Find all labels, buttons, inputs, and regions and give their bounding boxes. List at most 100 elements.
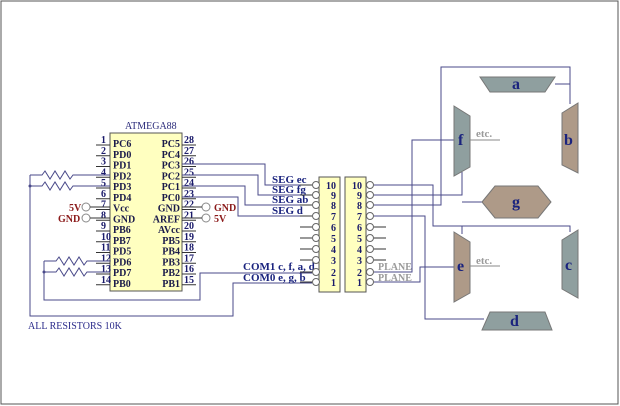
connector-left-pin[interactable] bbox=[312, 201, 320, 209]
etc-label-f: etc. bbox=[476, 128, 492, 140]
net-seg-ec: SEG ec bbox=[272, 174, 307, 186]
chip-pin-number: 7 bbox=[101, 200, 106, 211]
chip-pin-label: PD3 bbox=[113, 182, 131, 193]
segment-b-label: b bbox=[564, 132, 573, 149]
chip-pin-number: 27 bbox=[184, 146, 194, 157]
connector-left-pin[interactable] bbox=[312, 268, 320, 276]
chip-pin-label: PD6 bbox=[113, 257, 131, 268]
chip-pin-number: 5 bbox=[101, 178, 106, 189]
chip-pin-label: PB4 bbox=[162, 247, 180, 258]
chip-pin-number: 4 bbox=[101, 167, 106, 178]
segment-c-label: c bbox=[565, 257, 572, 274]
chip-pin-number: 6 bbox=[101, 189, 106, 200]
chip-pin-number: 3 bbox=[101, 157, 106, 168]
chip-pin-label: PB3 bbox=[162, 257, 180, 268]
chip-pin-number: 1 bbox=[101, 135, 106, 146]
connector-left-pin[interactable] bbox=[312, 181, 320, 189]
segment-c[interactable] bbox=[561, 229, 579, 299]
aref-terminal[interactable] bbox=[201, 213, 211, 223]
chip-pin-number: 22 bbox=[184, 200, 194, 211]
chip-pin-label: PC3 bbox=[162, 161, 180, 172]
net-seg-d: SEG d bbox=[272, 205, 303, 217]
connector-right-pin[interactable] bbox=[366, 256, 374, 264]
connector-right-pin-number: 3 bbox=[357, 256, 362, 267]
chip-pin-number: 20 bbox=[184, 221, 194, 232]
connector-right-pin[interactable] bbox=[366, 234, 374, 242]
chip-pin-number: 13 bbox=[101, 264, 111, 275]
chip-pin-number: 8 bbox=[101, 210, 106, 221]
chip-pin-number: 15 bbox=[184, 275, 194, 286]
gnd-label: GND bbox=[58, 214, 80, 225]
vcc-label: 5V bbox=[69, 203, 82, 214]
connector-left-pin[interactable] bbox=[312, 223, 320, 231]
connector-left-pin[interactable] bbox=[312, 212, 320, 220]
connector-left-pin[interactable] bbox=[312, 278, 320, 286]
connector-right-pin-number: 6 bbox=[357, 223, 362, 234]
resistor-note: ALL RESISTORS 10K bbox=[28, 321, 123, 332]
resistors bbox=[29, 170, 312, 317]
chip-pin-label: PD2 bbox=[113, 171, 131, 182]
chip-pin-label: PB0 bbox=[113, 279, 131, 290]
chip-pin-label: PB1 bbox=[162, 279, 180, 290]
chip-pin-label: PC0 bbox=[162, 193, 180, 204]
net-seg-ab: SEG ab bbox=[272, 194, 308, 206]
connector-left-pin-number: 4 bbox=[331, 245, 336, 256]
connector-left-pin-number: 5 bbox=[331, 234, 336, 245]
chip-pin-label: GND bbox=[113, 214, 135, 225]
chip-pin-label: PC4 bbox=[162, 150, 180, 161]
connector-left-pin[interactable] bbox=[312, 245, 320, 253]
segment-a-label: a bbox=[512, 76, 520, 93]
segment-f[interactable] bbox=[453, 105, 471, 177]
connector-right-pin[interactable] bbox=[366, 245, 374, 253]
connector-right-pin-number: 4 bbox=[357, 245, 362, 256]
connector-left-pin[interactable] bbox=[312, 256, 320, 264]
connector-left-pin-number: 6 bbox=[331, 223, 336, 234]
connector-right-pin[interactable] bbox=[366, 181, 374, 189]
chip-pin-label: PD5 bbox=[113, 247, 131, 258]
connector-left bbox=[318, 176, 341, 293]
chip-pin-number: 9 bbox=[101, 221, 106, 232]
chip-pin-label: GND bbox=[158, 204, 180, 215]
connector-right-pin[interactable] bbox=[366, 278, 374, 286]
segment-b[interactable] bbox=[561, 102, 579, 174]
chip-pin-number: 18 bbox=[184, 243, 194, 254]
segment-d[interactable] bbox=[481, 311, 553, 331]
chip-pin-label: PC1 bbox=[162, 182, 180, 193]
connector-left-pin-number: 10 bbox=[326, 181, 336, 192]
chip-pin-label: PD0 bbox=[113, 150, 131, 161]
segment-e[interactable] bbox=[453, 231, 471, 303]
chip-title: ATMEGA88 bbox=[125, 121, 177, 132]
chip-pin-number: 24 bbox=[184, 178, 194, 189]
segment-a[interactable] bbox=[479, 76, 556, 93]
vcc-terminal[interactable] bbox=[81, 202, 91, 212]
connector-left-pin[interactable] bbox=[312, 191, 320, 199]
display-wires bbox=[374, 66, 571, 320]
net-seg-fg: SEG fg bbox=[272, 184, 306, 196]
chip-pin-number: 10 bbox=[101, 232, 111, 243]
chip-pin-label: PD7 bbox=[113, 268, 131, 279]
connector-right-pin-number: 2 bbox=[357, 268, 362, 279]
chip-pin-number: 25 bbox=[184, 167, 194, 178]
connector-right-pin[interactable] bbox=[366, 223, 374, 231]
aref-label: 5V bbox=[214, 214, 227, 225]
connector-right-pin[interactable] bbox=[366, 201, 374, 209]
atmega88-chip bbox=[109, 132, 183, 292]
connector-left-pin-number: 2 bbox=[331, 268, 336, 279]
connector-left-pin[interactable] bbox=[312, 234, 320, 242]
connector-right-pin[interactable] bbox=[366, 268, 374, 276]
gnd-terminal[interactable] bbox=[81, 213, 91, 223]
segment-e-label: e bbox=[457, 258, 464, 275]
connector-right bbox=[344, 176, 367, 293]
chip-pin-label: PD1 bbox=[113, 161, 131, 172]
connector-left-pin-number: 9 bbox=[331, 191, 336, 202]
chip-pin-number: 28 bbox=[184, 135, 194, 146]
connector-right-pin[interactable] bbox=[366, 212, 374, 220]
segment-g[interactable] bbox=[481, 185, 552, 219]
connector-right-pin[interactable] bbox=[366, 191, 374, 199]
connector-right-pin-number: 7 bbox=[357, 212, 362, 223]
segment-d-label: d bbox=[510, 313, 519, 330]
gnd22-terminal[interactable] bbox=[201, 202, 211, 212]
chip-pin-label: PB6 bbox=[113, 225, 131, 236]
chip-pin-label: PB2 bbox=[162, 268, 180, 279]
